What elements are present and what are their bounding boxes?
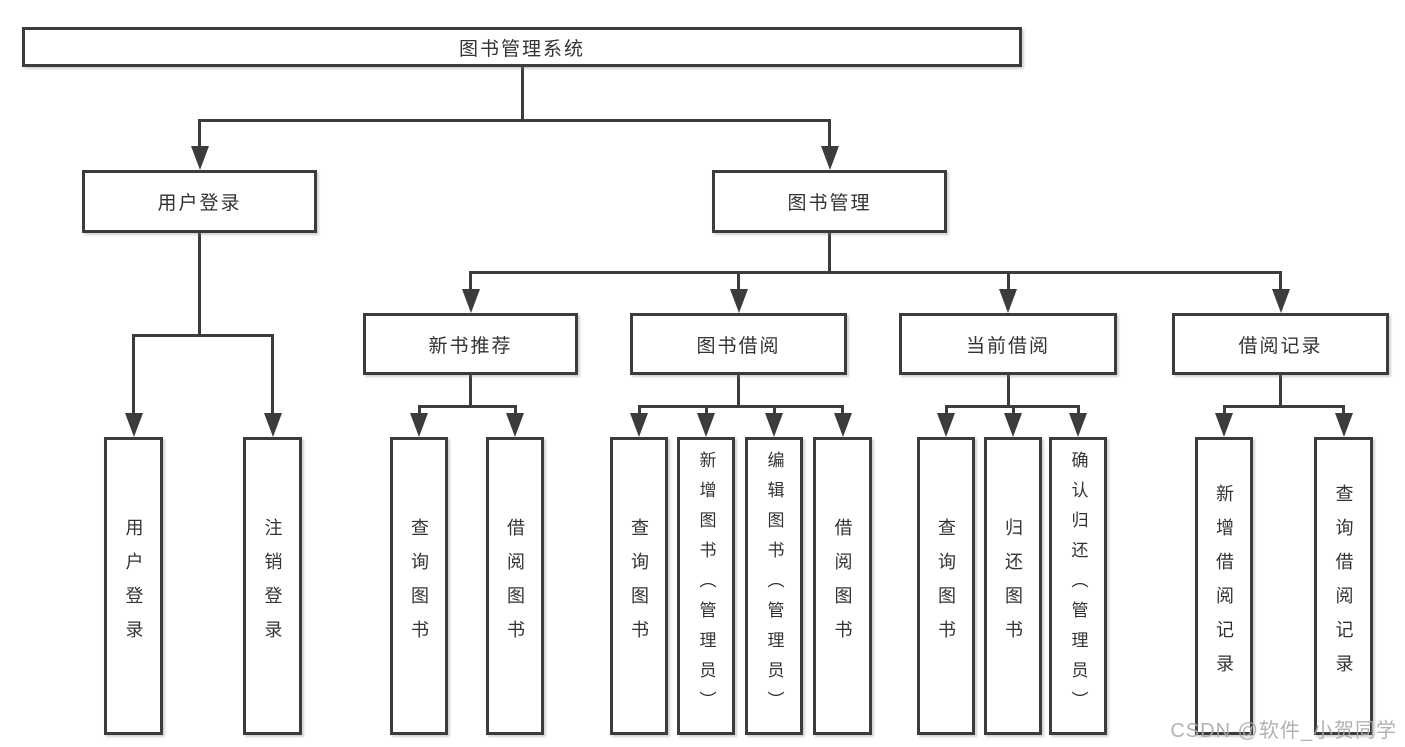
node-user-login: 用户登录 — [82, 170, 317, 233]
node-leaf-nbr-borrow: 借阅图书 — [486, 437, 544, 735]
node-leaf-bb-add: 新增图书（管理员） — [677, 437, 735, 735]
node-borrow-records: 借阅记录 — [1172, 313, 1389, 375]
connector-line — [417, 404, 517, 408]
node-label: 编辑图书（管理员） — [764, 451, 784, 721]
csdn-watermark: CSDN @软件_小贺同学 — [1170, 720, 1397, 742]
arrowhead-down-icon — [630, 413, 648, 437]
connector-line — [132, 335, 135, 417]
arrowhead-down-icon — [190, 146, 209, 170]
arrowhead-down-icon — [729, 289, 748, 313]
connector-line — [469, 272, 472, 293]
arrowhead-down-icon — [1004, 413, 1022, 437]
node-label: 新增借阅记录 — [1214, 484, 1234, 688]
node-label: 新书推荐 — [428, 335, 513, 357]
node-label: 借阅记录 — [1238, 335, 1323, 357]
connector-line — [1342, 406, 1345, 417]
arrowhead-down-icon — [1215, 413, 1233, 437]
connector-line — [1076, 406, 1080, 417]
connector-line — [704, 406, 708, 417]
arrowhead-down-icon — [1069, 413, 1087, 437]
connector-line — [1222, 404, 1345, 408]
connector-line — [198, 233, 201, 335]
node-leaf-cb-confirm: 确认归还（管理员） — [1049, 437, 1107, 735]
arrowhead-down-icon — [820, 146, 839, 170]
node-label: 查询图书 — [629, 518, 649, 654]
connector-line — [132, 333, 274, 337]
arrowhead-down-icon — [1271, 289, 1290, 313]
connector-line — [828, 120, 831, 150]
node-leaf-nbr-query: 查询图书 — [390, 437, 448, 735]
node-leaf-bb-query: 查询图书 — [610, 437, 668, 735]
node-leaf-br-add: 新增借阅记录 — [1195, 437, 1253, 735]
connector-line — [737, 272, 740, 293]
connector-line — [772, 406, 776, 417]
connector-line — [271, 335, 274, 417]
node-new-book-rec: 新书推荐 — [363, 313, 578, 375]
connector-line — [1006, 375, 1010, 406]
node-label: 当前借阅 — [965, 335, 1050, 357]
connector-line — [417, 406, 421, 417]
node-leaf-cb-return: 归还图书 — [984, 437, 1042, 735]
arrowhead-down-icon — [765, 413, 783, 437]
node-label: 确认归还（管理员） — [1068, 451, 1088, 721]
arrowhead-down-icon — [263, 413, 282, 437]
connector-line — [828, 233, 831, 272]
connector-line — [1222, 406, 1226, 417]
node-leaf-logout: 注销登录 — [243, 437, 302, 735]
arrowhead-down-icon — [506, 413, 524, 437]
node-label: 查询图书 — [409, 518, 429, 654]
node-book-mgmt: 图书管理 — [712, 170, 947, 233]
arrowhead-down-icon — [461, 289, 480, 313]
arrowhead-down-icon — [937, 413, 955, 437]
connector-line — [520, 67, 524, 120]
node-label: 查询图书 — [936, 518, 956, 654]
connector-line — [737, 375, 740, 406]
node-root: 图书管理系统 — [22, 27, 1022, 67]
connector-line — [1006, 272, 1010, 293]
node-label: 查询借阅记录 — [1333, 484, 1354, 688]
node-label: 用户登录 — [157, 193, 242, 214]
connector-line — [1279, 375, 1282, 406]
connector-line — [637, 404, 844, 408]
arrowhead-down-icon — [410, 413, 428, 437]
connector-line — [198, 118, 831, 122]
node-leaf-user-login: 用户登录 — [104, 437, 163, 735]
node-label: 借阅图书 — [832, 518, 853, 654]
connector-line — [198, 120, 201, 150]
node-label: 图书管理系统 — [458, 38, 585, 60]
node-label: 图书管理 — [787, 193, 872, 214]
node-leaf-br-query: 查询借阅记录 — [1314, 437, 1373, 735]
arrowhead-down-icon — [833, 413, 852, 437]
node-book-borrow: 图书借阅 — [630, 313, 847, 375]
connector-line — [1279, 272, 1282, 293]
arrowhead-down-icon — [1334, 413, 1353, 437]
connector-line — [944, 406, 948, 417]
node-leaf-bb-edit: 编辑图书（管理员） — [745, 437, 803, 735]
connector-line — [469, 270, 1282, 274]
node-leaf-cb-query: 查询图书 — [917, 437, 975, 735]
node-current-borrow: 当前借阅 — [899, 313, 1117, 375]
connector-line — [841, 406, 844, 417]
arrowhead-down-icon — [999, 289, 1017, 313]
node-label: 归还图书 — [1003, 518, 1023, 654]
connector-line — [469, 375, 472, 406]
node-label: 用户登录 — [123, 518, 144, 654]
node-label: 借阅图书 — [505, 518, 525, 654]
connector-line — [1011, 406, 1015, 417]
node-label: 图书借阅 — [696, 335, 781, 357]
arrowhead-down-icon — [697, 413, 715, 437]
arrowhead-down-icon — [124, 413, 143, 437]
node-label: 新增图书（管理员） — [696, 451, 716, 721]
connector-line — [513, 406, 517, 417]
node-leaf-bb-borrow: 借阅图书 — [813, 437, 872, 735]
connector-line — [637, 406, 641, 417]
node-label: 注销登录 — [262, 518, 283, 654]
